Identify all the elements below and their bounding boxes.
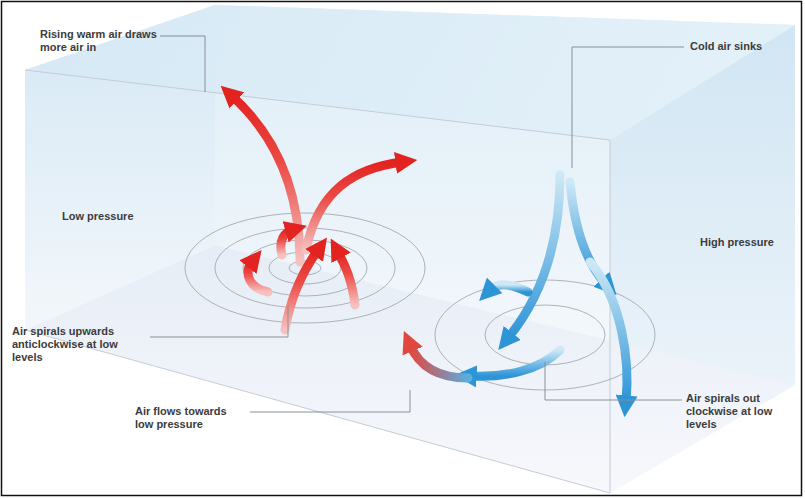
annotation-label: Air spirals upwards anticlockwise at low… <box>12 325 147 364</box>
annotation-label: Air flows towards low pressure <box>135 405 247 431</box>
annotation-label: Low pressure <box>62 210 172 223</box>
annotation-label: High pressure <box>700 236 795 249</box>
annotation-label: Air spirals out clockwise at low levels <box>686 392 794 431</box>
annotation-label: Rising warm air draws more air in <box>40 28 158 54</box>
annotation-label: Cold air sinks <box>690 40 790 53</box>
